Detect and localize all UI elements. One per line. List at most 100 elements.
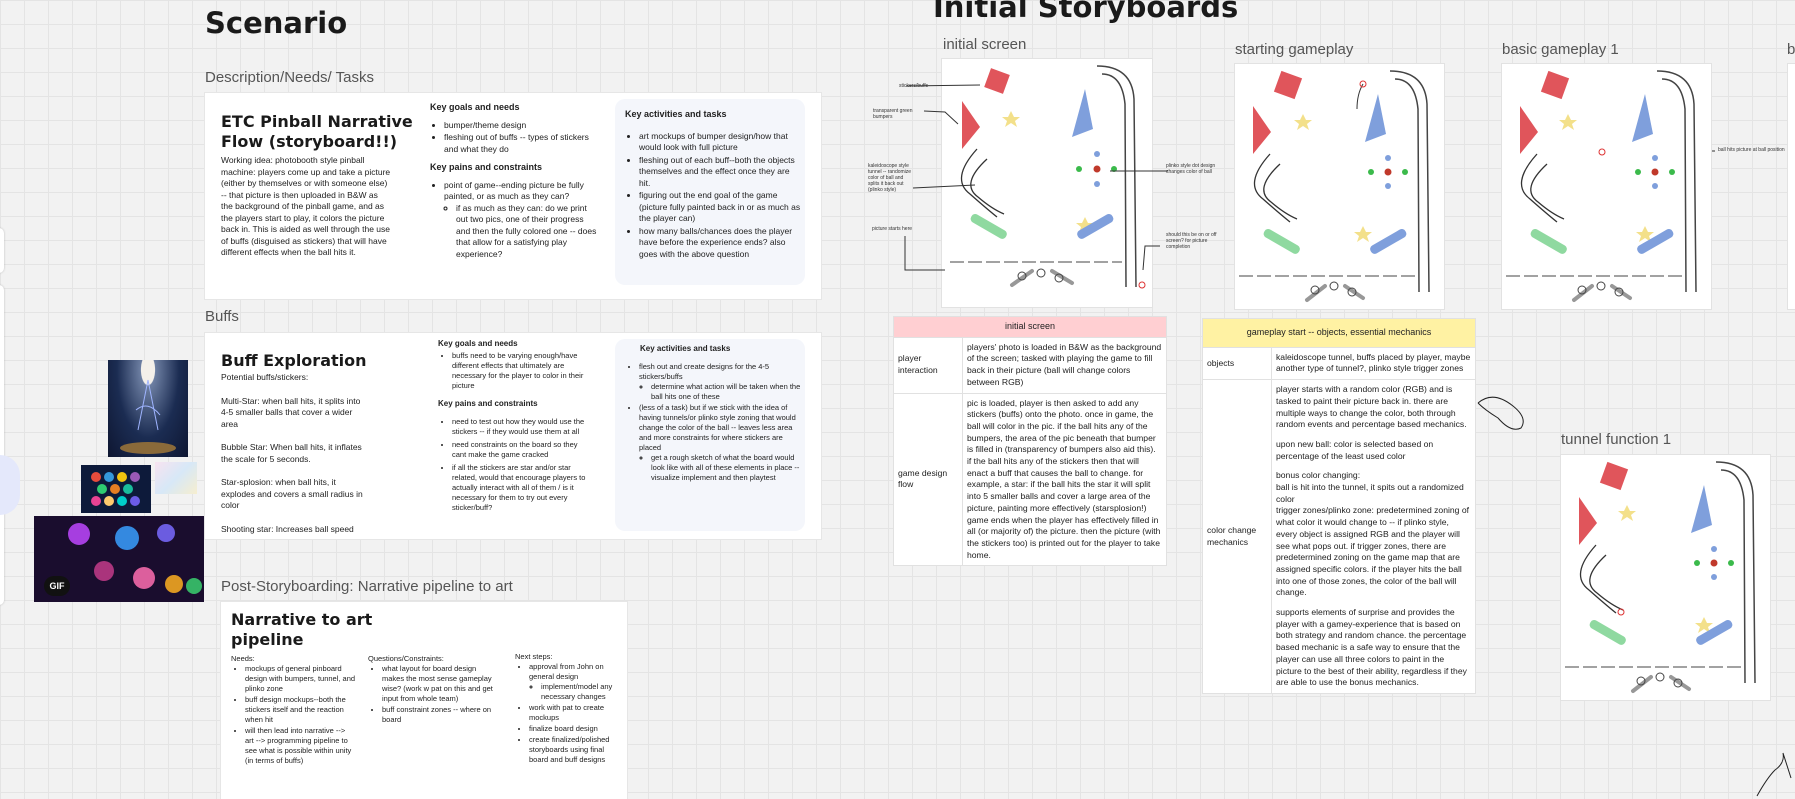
list-item: buff design mockups--both the stickers i… (245, 695, 356, 725)
frame-label-initial: initial screen (943, 36, 1027, 53)
list-item: how many balls/chances does the player h… (639, 226, 803, 261)
scenario-section-label: Description/Needs/ Tasks (205, 69, 374, 86)
list-item: buffs need to be varying enough/have dif… (452, 351, 588, 391)
list-item: work with pat to create mockups (529, 703, 615, 723)
list-item: finalize board design (529, 724, 615, 734)
scenario-pains-heading: Key pains and constraints (430, 162, 543, 172)
list-item: bumper/theme design (444, 120, 600, 132)
list-item: implement/model any necessary changes (541, 682, 615, 702)
gif-badge: GIF (44, 576, 70, 596)
toolbar-edge[interactable] (0, 228, 4, 273)
post-questions-block: Questions/Constraints: what layout for b… (368, 654, 493, 726)
annotation-ball-zone: picture starts here (872, 226, 913, 232)
list-item: if as much as they can: do we print out … (456, 203, 600, 261)
table-row: color change mechanics player starts wit… (1202, 379, 1476, 694)
buffs-card[interactable]: Buff Exploration Potential buffs/sticker… (205, 333, 821, 539)
table-cell: player starts with a random color (RGB) … (1271, 379, 1476, 694)
post-card-title: Narrative to art pipeline (231, 610, 373, 649)
storyboards-title: Initial Storyboards (933, 0, 1239, 24)
scenario-goals-heading: Key goals and needs (430, 102, 520, 112)
buff-item: Shooting star: Increases ball speed (221, 523, 354, 534)
list-item: buff constraint zones -- where on board (382, 705, 493, 725)
toolbar-edge-lower[interactable] (0, 285, 4, 605)
buff-hexagon-image[interactable] (81, 465, 151, 513)
pinball-board-sketch (1506, 70, 1697, 302)
buffs-list: Potential buffs/stickers: Multi-Star: wh… (221, 372, 366, 535)
buffs-pains-heading: Key pains and constraints (438, 399, 538, 408)
buff-item: Bubble Star: When ball hits, it inflates… (221, 442, 362, 464)
post-section-label: Post-Storyboarding: Narrative pipeline t… (221, 578, 513, 595)
table-row: game design flow pic is loaded, player i… (893, 392, 1167, 567)
list-item: (less of a task) but if we stick with th… (639, 403, 801, 483)
next-board-edge[interactable] (1788, 64, 1795, 309)
scenario-card[interactable]: ETC Pinball Narrative Flow (storyboard!!… (205, 93, 821, 299)
pinball-board-sketch (1239, 70, 1430, 302)
bumper-blue (1072, 89, 1093, 137)
post-needs-heading: Needs: (231, 654, 255, 663)
annotation-hit: ball hits picture at ball position (1718, 147, 1785, 153)
storyboard-starting-gameplay[interactable] (1235, 64, 1444, 309)
table-cell: players' photo is loaded in B&W as the b… (962, 336, 1167, 394)
table-paragraph: upon new ball: color is selected based o… (1276, 438, 1434, 461)
table-paragraph: player starts with a random color (RGB) … (1276, 384, 1467, 430)
post-questions-heading: Questions/Constraints: (368, 654, 444, 663)
list-item: if all the stickers are star and/or star… (452, 463, 588, 513)
table-cell: kaleidoscope tunnel, buffs placed by pla… (1271, 346, 1476, 381)
list-item: mockups of general pinboard design with … (245, 664, 356, 694)
post-next-block: Next steps: approval from John on genera… (515, 652, 615, 766)
list-item: approval from John on general design imp… (529, 662, 615, 702)
frame-label-tunnel: tunnel function 1 (1561, 431, 1672, 448)
list-item: need constraints on the board so they ca… (452, 440, 588, 460)
list-item: fleshing out of buffs -- types of sticke… (444, 132, 600, 155)
table-cell-label: objects (1202, 346, 1272, 381)
post-next-heading: Next steps: (515, 652, 553, 661)
list-item: create finalized/polished storyboards us… (529, 735, 615, 765)
storyboard-basic-gameplay-1[interactable] (1502, 64, 1711, 309)
buff-item: Star-splosion: when ball hits, it explod… (221, 477, 363, 510)
annotation-kaleidoscope: kaleidoscope style tunnel -- randomize c… (868, 163, 912, 193)
table-initial-screen[interactable]: initial screen player interaction player… (893, 316, 1167, 567)
buffs-section-label: Buffs (205, 308, 239, 325)
bumper-triangle (962, 101, 980, 149)
buffs-intro: Potential buffs/stickers: (221, 372, 309, 382)
table-cell: pic is loaded, player is then asked to a… (962, 392, 1167, 567)
pinball-board-sketch (950, 65, 1146, 289)
annotation-should: should this be on or off screen? for pic… (1166, 232, 1217, 250)
table-cell-label: color change mechanics (1202, 379, 1272, 694)
list-item: determine what action will be taken when… (651, 382, 801, 402)
buff-gif-image[interactable]: GIF (34, 516, 204, 602)
list-item: will then lead into narrative --> art --… (245, 726, 356, 766)
buffs-activities-panel: Key activities and tasks flesh out and c… (615, 339, 805, 531)
post-needs-block: Needs: mockups of general pinboard desig… (231, 654, 356, 767)
buffs-card-title: Buff Exploration (221, 351, 367, 370)
storyboard-initial-screen[interactable] (942, 59, 1152, 307)
frame-label-next: b (1787, 41, 1795, 58)
buffs-goals-block: Key goals and needs buffs need to be var… (438, 339, 588, 514)
list-item: point of game--ending picture be fully p… (444, 180, 600, 261)
buff-sticker-image[interactable] (155, 462, 197, 494)
table-row: objects kaleidoscope tunnel, buffs place… (1202, 346, 1476, 381)
annotation-stickers: stickers/buffs (899, 83, 929, 89)
scenario-goals-block: Key goals and needs bumper/theme design … (430, 100, 600, 261)
cursor-scribble (1756, 752, 1792, 797)
frame-label-starting: starting gameplay (1235, 41, 1354, 58)
storyboard-tunnel-function-1[interactable] (1561, 455, 1770, 700)
table-cell-label: game design flow (893, 392, 963, 567)
table-paragraph: bonus color changing: ball is hit into t… (1276, 470, 1469, 598)
table-paragraph: supports elements of surprise and provid… (1276, 607, 1467, 688)
list-item: fleshing out of each buff--both the obje… (639, 155, 803, 190)
buff-lamp-image[interactable] (108, 360, 188, 457)
scenario-card-title: ETC Pinball Narrative Flow (storyboard!!… (221, 112, 413, 151)
list-item: get a rough sketch of what the board wou… (651, 453, 801, 483)
hexagon-stickers-icon (91, 472, 140, 506)
annotation-dots: plinko style dot design changes color of… (1166, 163, 1216, 175)
table-gameplay-start[interactable]: gameplay start -- objects, essential mec… (1202, 318, 1476, 694)
scenario-activities-panel: Key activities and tasks art mockups of … (615, 99, 805, 285)
scenario-activities-heading: Key activities and tasks (625, 109, 727, 119)
buffs-goals-heading: Key goals and needs (438, 339, 518, 348)
post-card[interactable]: Narrative to art pipeline Needs: mockups… (221, 602, 627, 799)
toolbar-active-indicator (0, 455, 20, 515)
table-cell-label: player interaction (893, 336, 963, 394)
frame-label-basic: basic gameplay 1 (1502, 41, 1619, 58)
pinball-board-sketch (1565, 461, 1756, 693)
